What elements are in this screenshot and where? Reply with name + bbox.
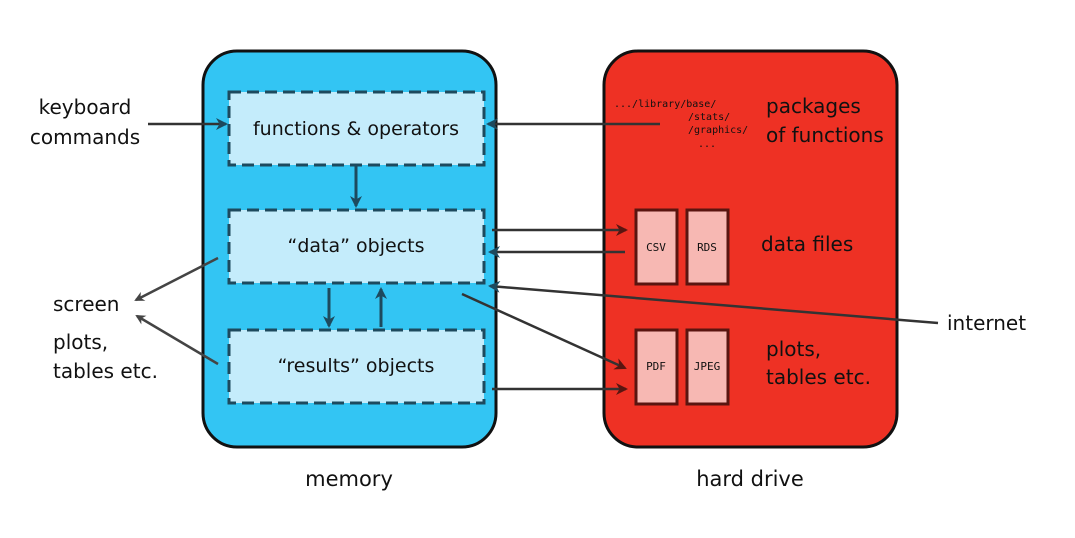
arrow-results-to-screen (135, 314, 219, 366)
plots-ext-label-line2: tables etc. (53, 359, 158, 383)
screen-label: screen (53, 292, 119, 316)
data-files-label: data files (761, 232, 853, 256)
memory-label: memory (305, 467, 393, 491)
file-jpeg: JPEG (685, 328, 730, 406)
file-rds: RDS (685, 208, 730, 286)
data-objects-label: “data” objects (288, 235, 425, 257)
path-stats: /stats/ (688, 112, 730, 123)
file-rds-label: RDS (697, 241, 717, 254)
path-library-base: .../library/base/ (614, 99, 716, 110)
plots-drive-label-line1: plots, (766, 337, 821, 361)
packages-label-line1: packages (766, 94, 861, 118)
file-pdf: PDF (634, 328, 679, 406)
path-graphics: /graphics/ (688, 125, 748, 136)
arrow-data-to-pdf (461, 292, 627, 370)
packages-label-line2: of functions (766, 123, 884, 147)
file-csv: CSV (634, 208, 679, 286)
results-objects-box: “results” objects (227, 328, 486, 405)
file-pdf-label: PDF (646, 360, 666, 373)
functions-operators-label: functions & operators (253, 118, 459, 140)
arrow-data-to-screen (134, 256, 219, 302)
arrow-internet-to-data (488, 280, 939, 325)
file-csv-label: CSV (646, 241, 666, 254)
data-objects-box: “data” objects (227, 208, 486, 285)
hard-drive-label: hard drive (696, 467, 804, 491)
keyboard-label-line2: commands (30, 125, 140, 149)
plots-drive-label-line2: tables etc. (766, 365, 871, 389)
results-objects-label: “results” objects (278, 355, 435, 377)
internet-label: internet (947, 311, 1026, 335)
functions-operators-box: functions & operators (227, 90, 486, 167)
file-jpeg-label: JPEG (694, 360, 721, 373)
path-ellipsis: ... (698, 139, 716, 150)
keyboard-label-line1: keyboard (39, 95, 132, 119)
plots-ext-label-line1: plots, (53, 330, 108, 354)
package-paths: .../library/base/ /stats/ /graphics/ ... (614, 99, 748, 150)
